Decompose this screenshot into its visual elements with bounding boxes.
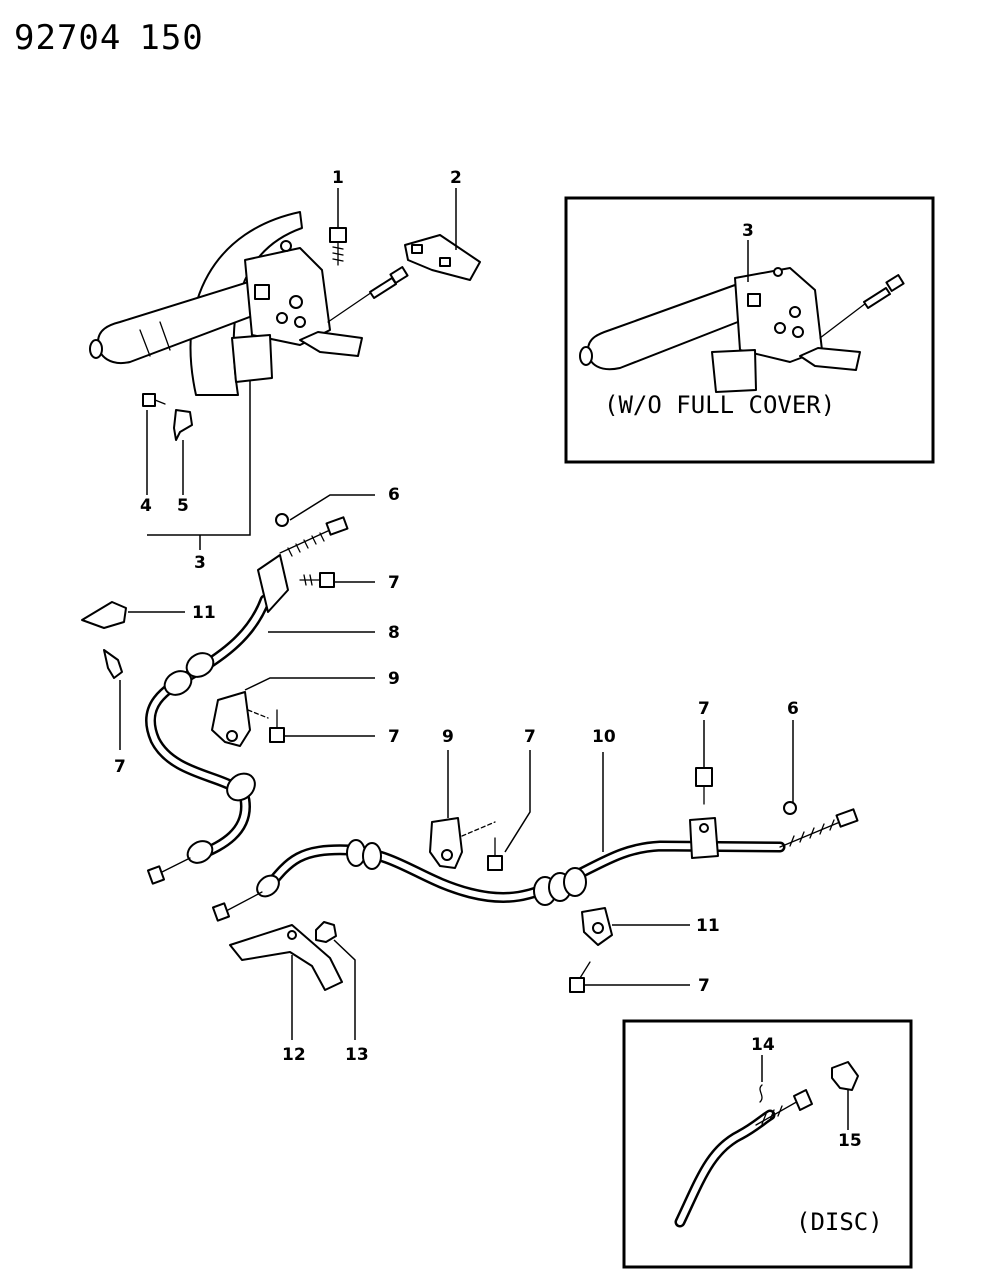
bolt-part-7-a bbox=[299, 572, 335, 588]
bolt-part-7-d bbox=[695, 767, 713, 805]
callout-6-right: 6 bbox=[787, 699, 799, 719]
callout-1: 1 bbox=[332, 168, 344, 188]
bolt-part-1 bbox=[329, 227, 347, 266]
inset-disc: 14 15 (DISC) bbox=[622, 1019, 913, 1269]
bolt-part-7-b bbox=[269, 709, 285, 743]
clip-part-11-right bbox=[581, 907, 613, 946]
callout-9-right: 9 bbox=[442, 727, 454, 747]
callout-7-left: 7 bbox=[114, 757, 126, 777]
clip-part-11-left bbox=[81, 601, 127, 629]
inset-callout-14: 14 bbox=[751, 1035, 775, 1055]
callout-7-e: 7 bbox=[698, 976, 710, 996]
lever-assembly bbox=[89, 211, 409, 396]
callout-7-d: 7 bbox=[698, 699, 710, 719]
bracket-part-12 bbox=[229, 924, 343, 991]
callout-6-top: 6 bbox=[388, 485, 400, 505]
callout-7-c: 7 bbox=[524, 727, 536, 747]
inset-without-full-cover: 3 (W/O FULL COVER) bbox=[564, 196, 935, 464]
callout-12: 12 bbox=[282, 1045, 306, 1065]
inset-callout-3: 3 bbox=[742, 221, 754, 241]
nut-part-13 bbox=[315, 921, 337, 943]
clip-part-5 bbox=[173, 409, 193, 441]
bracket-part-2 bbox=[404, 234, 481, 281]
clip-part-6-top bbox=[275, 513, 289, 527]
bolt-part-7-c bbox=[487, 837, 503, 871]
inset-caption-w-o-full-cover: (W/O FULL COVER) bbox=[604, 391, 835, 419]
inset-caption-disc: (DISC) bbox=[796, 1208, 883, 1236]
document-header: 92704 150 bbox=[14, 18, 222, 58]
doc-number: 92704 bbox=[14, 18, 122, 58]
bracket-part-9-left bbox=[211, 691, 251, 747]
bolt-part-7-left bbox=[103, 649, 123, 679]
callout-2: 2 bbox=[450, 168, 462, 188]
rear-cable-10 bbox=[211, 808, 859, 922]
callout-7-b: 7 bbox=[388, 727, 400, 747]
callout-8: 8 bbox=[388, 623, 400, 643]
callout-11-right: 11 bbox=[696, 916, 720, 936]
bolt-part-7-e bbox=[569, 961, 591, 993]
front-cable-8 bbox=[145, 516, 349, 885]
clip-part-6-right bbox=[783, 801, 797, 815]
inset-callout-15: 15 bbox=[838, 1131, 862, 1151]
callout-3: 3 bbox=[194, 553, 206, 573]
callout-9-left: 9 bbox=[388, 669, 400, 689]
callout-7-a: 7 bbox=[388, 573, 400, 593]
callout-11-left: 11 bbox=[192, 603, 216, 623]
callout-4: 4 bbox=[140, 496, 152, 516]
callout-13: 13 bbox=[345, 1045, 369, 1065]
bracket-part-9-right bbox=[429, 817, 463, 869]
callout-10: 10 bbox=[592, 727, 616, 747]
callout-5: 5 bbox=[177, 496, 189, 516]
bolt-part-4 bbox=[142, 393, 166, 407]
page-number: 150 bbox=[139, 18, 204, 58]
